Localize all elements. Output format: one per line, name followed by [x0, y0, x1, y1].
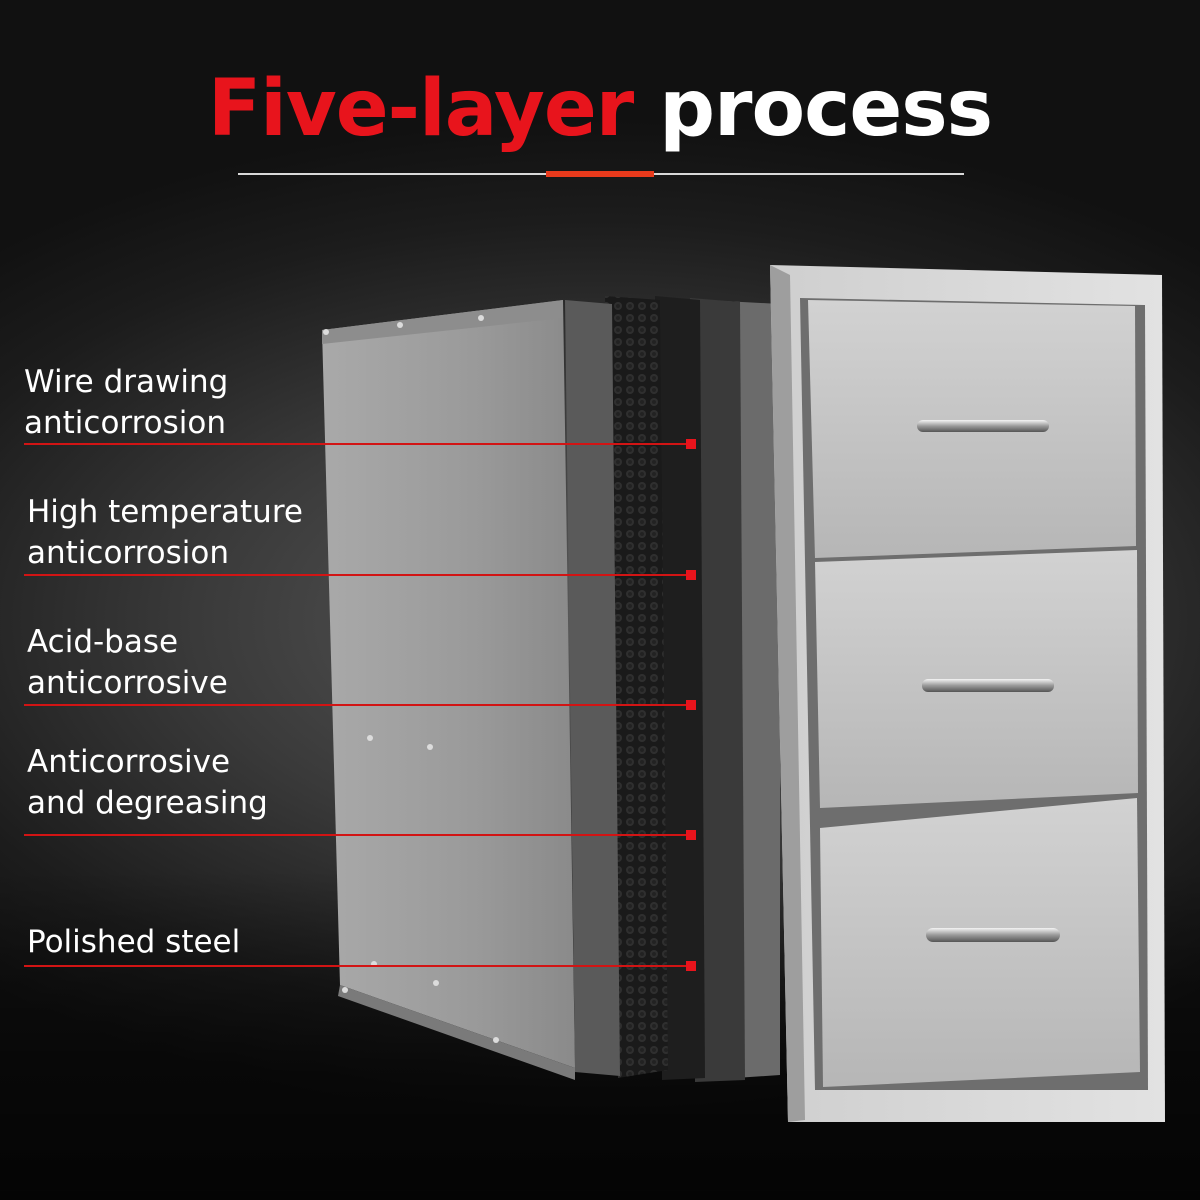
callout-marker-1 [686, 439, 696, 449]
drawer-top [808, 300, 1136, 558]
drawer-bottom [820, 798, 1140, 1087]
layer-label-4: Anticorrosive and degreasing [27, 744, 268, 821]
title-underline-accent [546, 171, 654, 177]
side-panel [322, 300, 575, 1068]
drawer-middle [815, 550, 1138, 808]
title-rest: process [659, 64, 993, 154]
callout-marker-3 [686, 700, 696, 710]
callout-line-2 [24, 574, 692, 576]
layer-label-1: Wire drawing anticorrosion [24, 364, 229, 441]
callout-marker-4 [686, 830, 696, 840]
title-highlight: Five-layer [207, 64, 634, 154]
callout-marker-2 [686, 570, 696, 580]
layer-label-2: High temperature anticorrosion [27, 494, 303, 571]
page-title: Five-layer process [0, 64, 1200, 154]
layer-label-5: Polished steel [27, 924, 241, 960]
layer-panel-2 [565, 300, 620, 1076]
callout-line-4 [24, 834, 692, 836]
callout-line-5 [24, 965, 692, 967]
layer-label-3: Acid-base anticorrosive [27, 624, 228, 701]
callout-line-3 [24, 704, 692, 706]
callout-marker-5 [686, 961, 696, 971]
honeycomb-layer [605, 296, 668, 1078]
callout-line-1 [24, 443, 692, 445]
layer-panel-3 [655, 296, 705, 1080]
